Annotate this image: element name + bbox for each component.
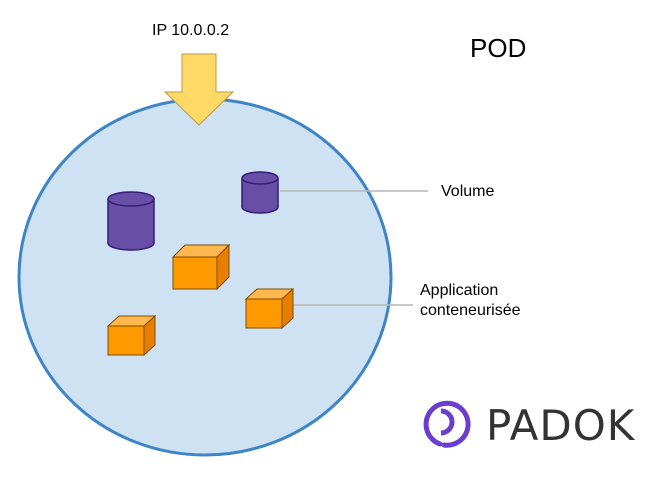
volume-cylinder-small-icon: [241, 171, 279, 214]
volume-cylinder-large-icon: [107, 191, 155, 251]
container-box-icon: [244, 287, 295, 330]
pod-title: POD: [470, 33, 527, 63]
ip-address-label: IP 10.0.0.2: [152, 22, 230, 39]
container-box-icon: [171, 243, 231, 291]
ip-arrow-icon: [163, 53, 235, 126]
container-box-icon: [106, 314, 157, 357]
application-label: Application conteneurisée: [420, 281, 521, 321]
padok-logo-icon: [423, 400, 471, 448]
application-label-line2: conteneurisée: [420, 302, 521, 319]
application-label-line1: Application: [420, 282, 499, 299]
volume-label: Volume: [441, 183, 495, 200]
padok-brand-name: PADOK: [486, 401, 636, 450]
